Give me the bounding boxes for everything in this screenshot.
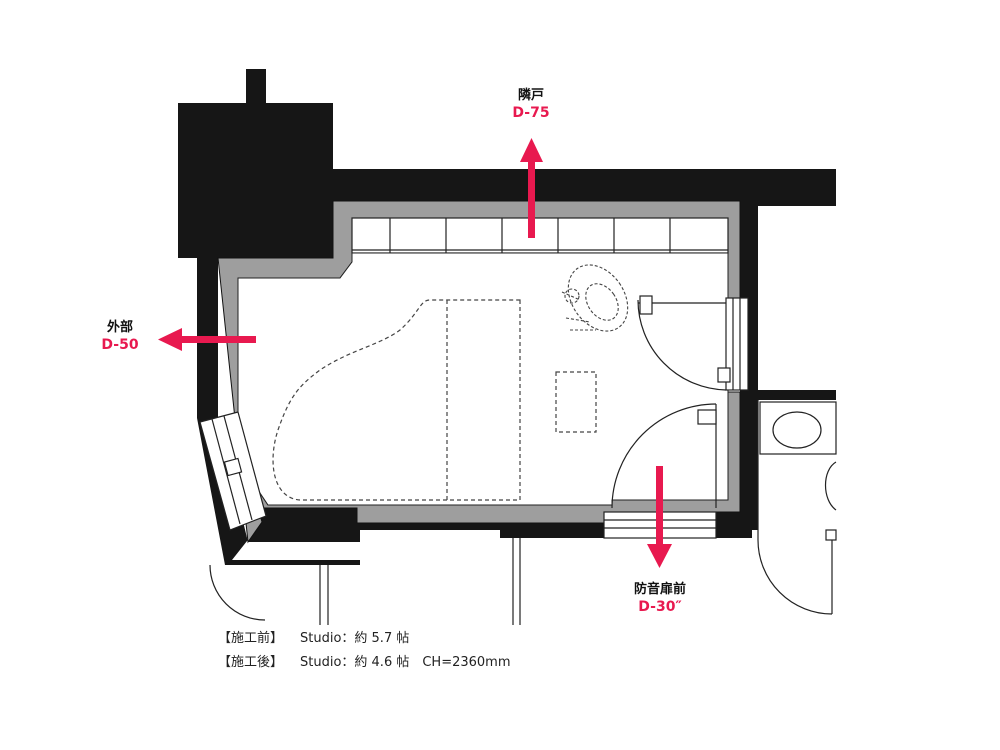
adjacent-room-fixtures (757, 400, 837, 615)
piano-outline (272, 299, 521, 501)
note-before-text: Studio：約 5.7 帖 (300, 631, 410, 646)
arrow-door-icon (647, 466, 672, 568)
bench-outline (555, 371, 597, 433)
label-door: 防音扉前 D-30″ (620, 582, 700, 616)
label-exterior-value: D-50 (101, 337, 139, 353)
label-door-value: D-30″ (638, 599, 682, 615)
exterior-door-swing (209, 538, 521, 625)
note-after-key: 【施工後】 (218, 655, 284, 670)
note-after: 【施工後】 Studio：約 4.6 帖 CH=2360mm (218, 651, 511, 675)
left-window (199, 411, 267, 531)
label-neighbor-value: D-75 (512, 105, 550, 121)
label-door-title: 防音扉前 (633, 582, 686, 597)
arrow-exterior-icon (158, 328, 256, 351)
arrow-neighbor-icon (520, 138, 543, 238)
label-neighbor: 隣戸 D-75 (500, 88, 562, 122)
person-sketch (561, 264, 629, 332)
note-after-text: Studio：約 4.6 帖 CH=2360mm (300, 655, 511, 670)
label-neighbor-title: 隣戸 (517, 88, 544, 103)
door-swing-lower (611, 403, 717, 509)
room-notes: 【施工前】 Studio：約 5.7 帖 【施工後】 Studio：約 4.6 帖 … (218, 627, 511, 675)
window-panels (351, 217, 729, 254)
label-exterior: 外部 D-50 (92, 320, 148, 354)
room-floor (237, 252, 729, 506)
note-before-key: 【施工前】 (218, 631, 284, 646)
door-frame-right (717, 297, 749, 391)
door-swing-upper (637, 295, 727, 391)
label-exterior-title: 外部 (106, 320, 133, 335)
note-before: 【施工前】 Studio：約 5.7 帖 (218, 627, 511, 651)
